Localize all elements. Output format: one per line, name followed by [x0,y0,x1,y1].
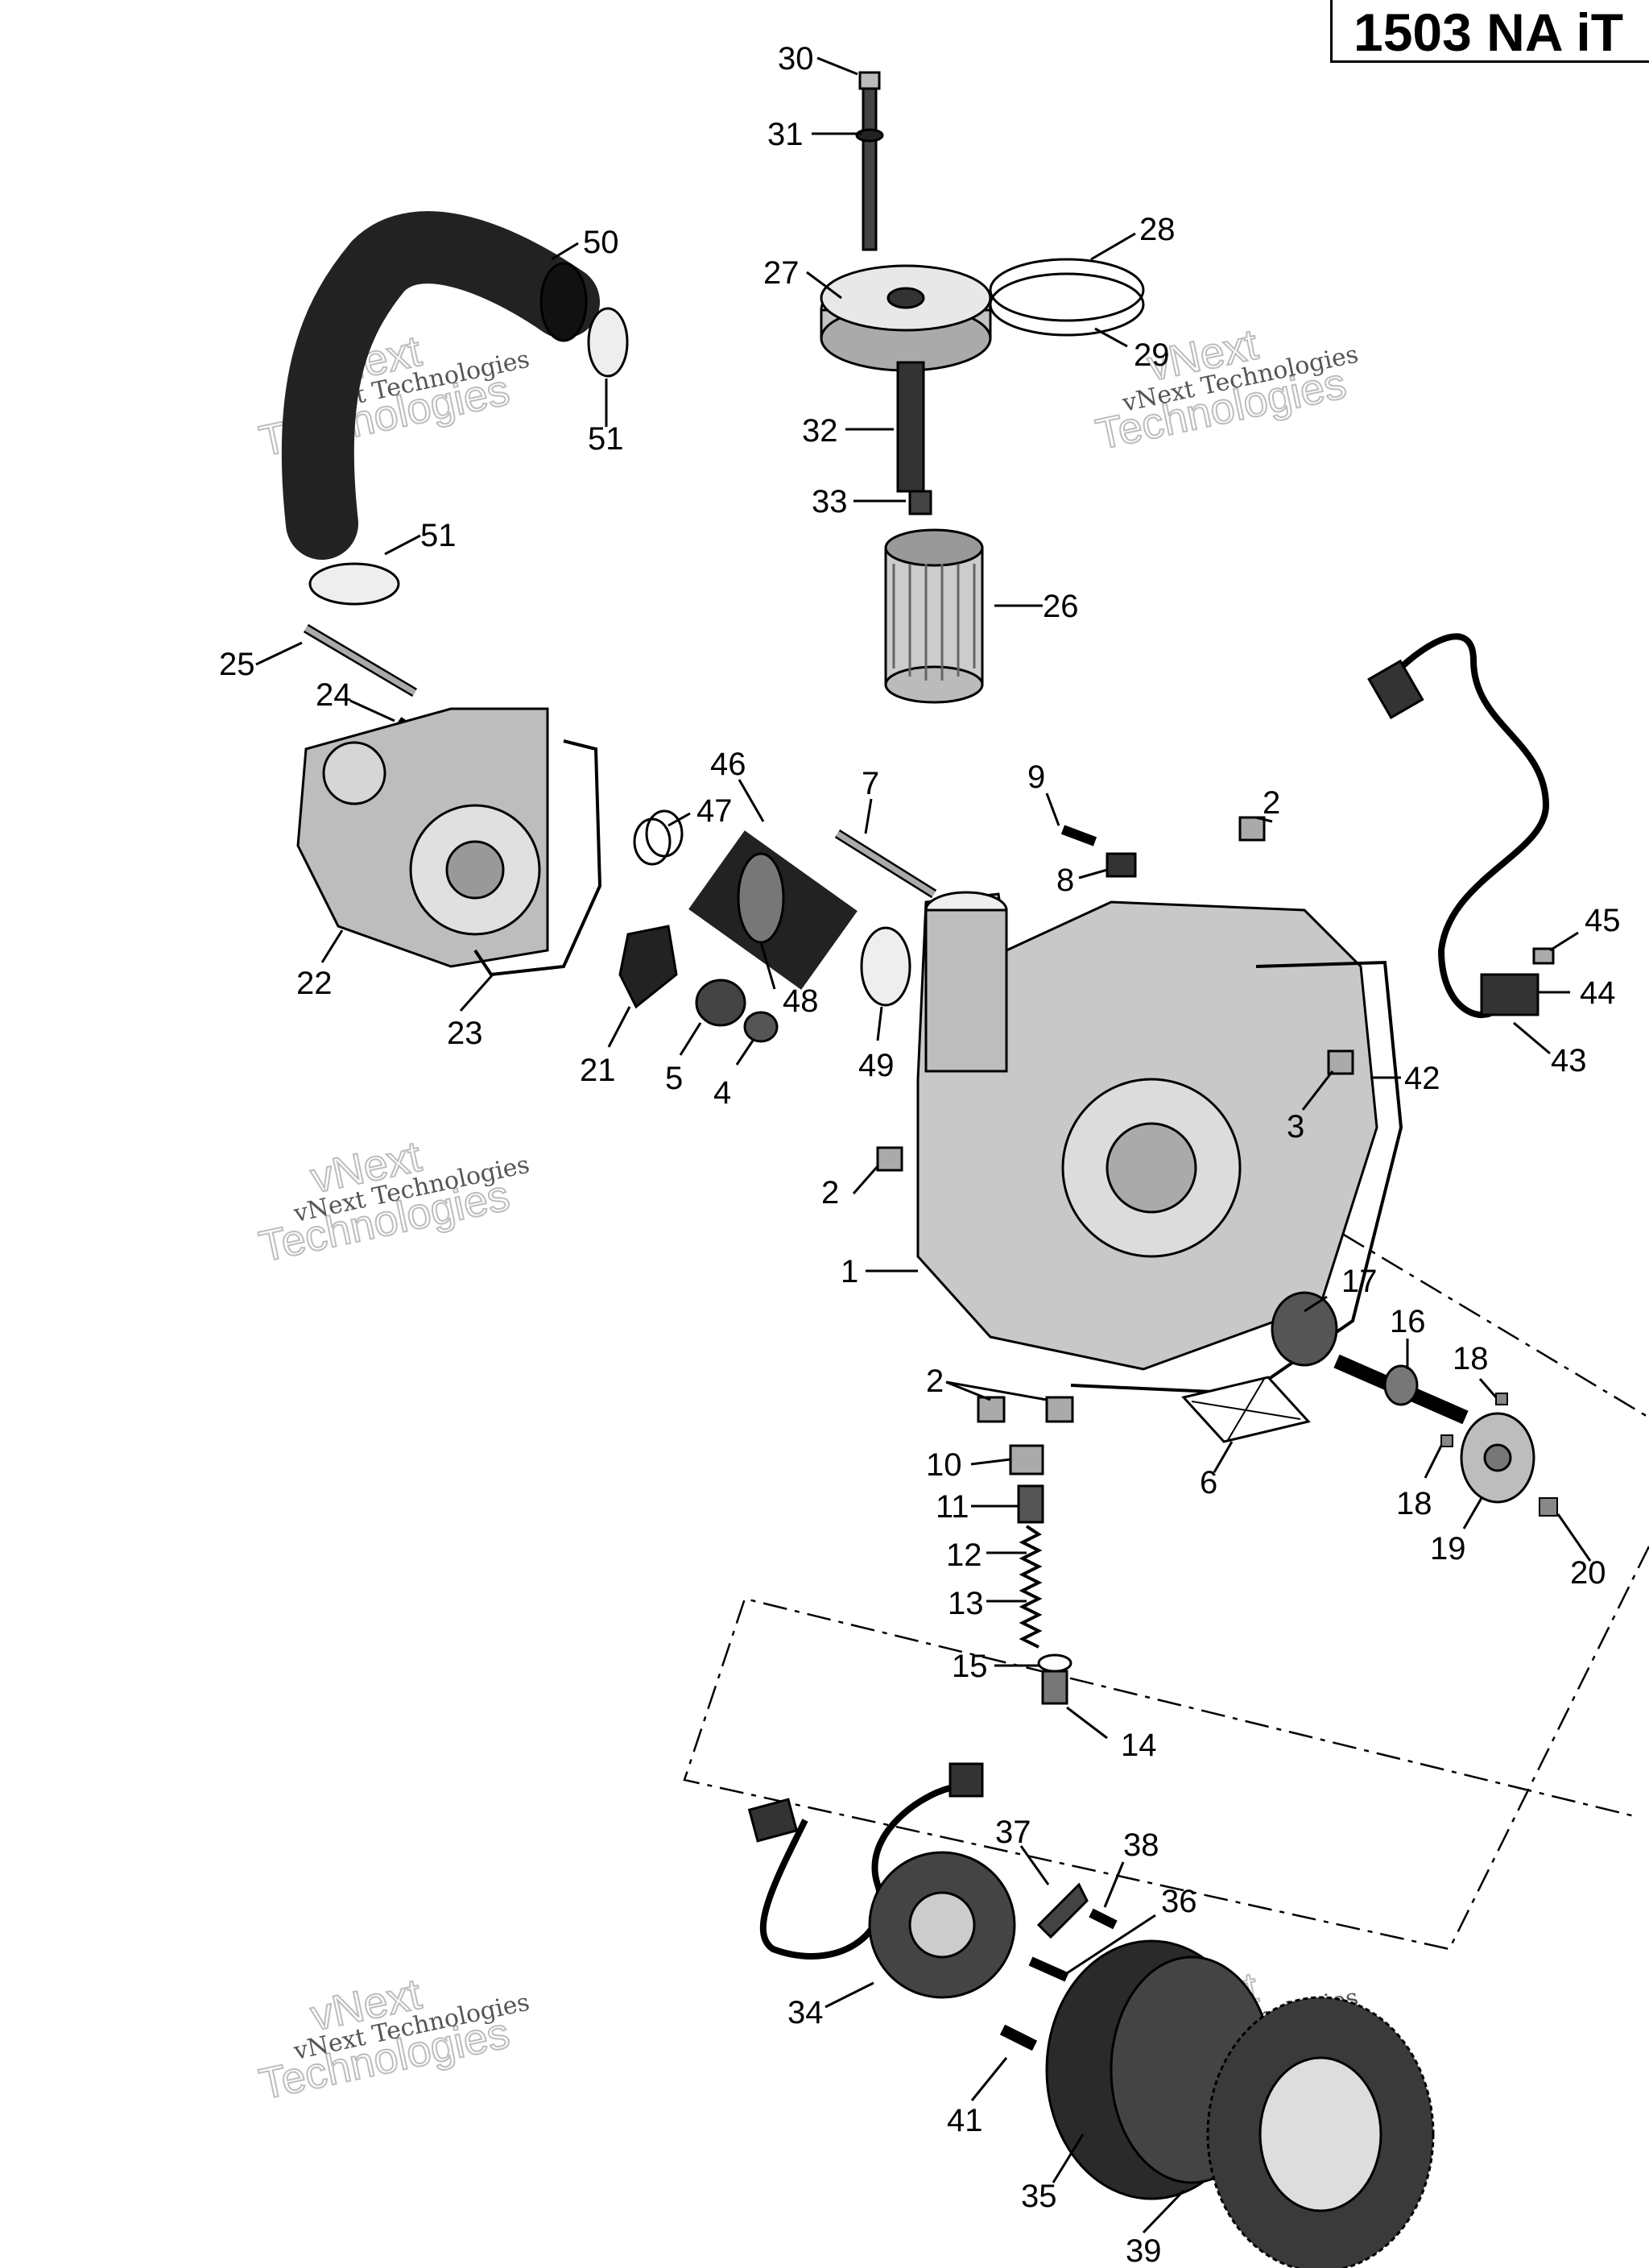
callout-8: 8 [1056,863,1074,898]
oil-pump-cover-19 [1460,1412,1535,1504]
callout-25: 25 [219,647,255,682]
gasket-23 [473,739,602,977]
bolt-25 [303,623,418,697]
callout-20: 20 [1570,1555,1606,1591]
ring-gear-39 [1206,1996,1435,2268]
callout-39: 39 [1126,2233,1162,2268]
callout-45: 45 [1585,903,1621,938]
callout-42: 42 [1404,1061,1440,1096]
callout-16: 16 [1390,1304,1426,1339]
callout-12: 12 [946,1538,982,1573]
hose-clamps-51 [308,307,629,606]
retainer-37 [1036,1882,1089,1939]
relief-valve-10-15 [1009,1444,1072,1705]
callout-21: 21 [580,1053,616,1088]
callout-5: 5 [665,1061,683,1096]
diagram-title: 1503 NA iT [1354,2,1624,62]
water-pump-housing-22 [296,707,549,968]
screen-6 [1181,1376,1311,1443]
callout-51a: 51 [588,421,624,457]
bolt-30-31 [855,71,884,251]
callout-33: 33 [812,484,848,519]
callout-14: 14 [1121,1728,1157,1763]
oil-filter-26 [884,528,984,704]
callout-36: 36 [1161,1884,1197,1919]
stator-harness [747,1762,984,1960]
callout-1: 1 [841,1254,858,1289]
callout-6: 6 [1200,1465,1217,1500]
diagram-title-box: 1503 NA iT [1330,0,1649,63]
callout-24: 24 [316,677,352,713]
callout-10: 10 [926,1447,962,1483]
bolt-7 [834,829,937,899]
callout-30: 30 [778,41,814,77]
o-rings-47 [633,809,684,866]
pins-18-screw-20 [1440,1393,1558,1517]
watermark-mid-left: vNext Technologies vNext Technologies [254,1132,532,1272]
callout-41: 41 [947,2103,983,2138]
callout-11: 11 [936,1489,969,1525]
seal-5 [695,979,746,1027]
coolant-hose-50 [281,211,600,560]
callout-17: 17 [1341,1264,1378,1299]
callout-9: 9 [1027,759,1045,795]
dowel-pins-2-3 [876,816,1354,1423]
watermark-bottom-left: vNext Technologies vNext Technologies [254,1969,532,2109]
callout-43: 43 [1551,1043,1587,1078]
callout-18b: 18 [1396,1486,1432,1521]
callout-48: 48 [783,983,819,1019]
callout-38: 38 [1123,1827,1159,1863]
bearing-4 [743,1011,779,1043]
callout-34: 34 [787,1995,824,2030]
callout-22: 22 [296,966,333,1001]
callout-50: 50 [583,225,619,260]
filter-tube-32-33 [896,361,932,515]
sensor-8 [1106,852,1137,878]
callout-46: 46 [710,747,746,782]
callout-2b: 2 [821,1175,839,1211]
screw-41 [999,2024,1038,2051]
callout-35: 35 [1021,2179,1057,2214]
callout-23: 23 [447,1016,483,1051]
callout-15: 15 [952,1649,988,1684]
clamp-49 [860,926,911,1007]
callout-47: 47 [696,793,733,829]
callout-2a: 2 [1263,785,1280,821]
callout-27: 27 [763,255,800,291]
callout-4: 4 [713,1075,731,1111]
o-rings-28-29 [989,258,1145,337]
callout-44: 44 [1580,975,1616,1011]
callout-28: 28 [1139,212,1176,247]
callout-32: 32 [802,413,838,449]
callout-2c: 2 [926,1364,944,1399]
hose-46 [688,830,858,990]
callout-26: 26 [1043,589,1079,624]
callout-37: 37 [995,1815,1031,1850]
oil-pump-rotor-17 [1271,1291,1338,1367]
callout-49: 49 [858,1048,895,1083]
leader-lines [255,56,1592,2234]
crankcase-cover-1 [916,891,1378,1371]
screw-38-bolt-36 [1028,1908,1118,1982]
callout-31: 31 [767,117,804,152]
callout-18a: 18 [1453,1341,1489,1376]
oil-filter-cover-27 [820,264,992,372]
callout-51b: 51 [420,518,457,553]
impeller-21 [618,925,678,1009]
callout-3: 3 [1287,1109,1304,1144]
screw-9 [1060,825,1097,846]
callout-29: 29 [1134,337,1170,373]
callout-7: 7 [862,766,879,801]
callout-labels: 30 31 27 28 29 32 33 26 50 51 51 25 24 2… [219,41,1621,2268]
oil-pump-shaft-16 [1333,1354,1469,1425]
sensor-harness-43 [1367,633,1555,1018]
stator-34 [868,1851,1016,1999]
callout-19: 19 [1430,1531,1466,1566]
callout-13: 13 [948,1586,984,1621]
